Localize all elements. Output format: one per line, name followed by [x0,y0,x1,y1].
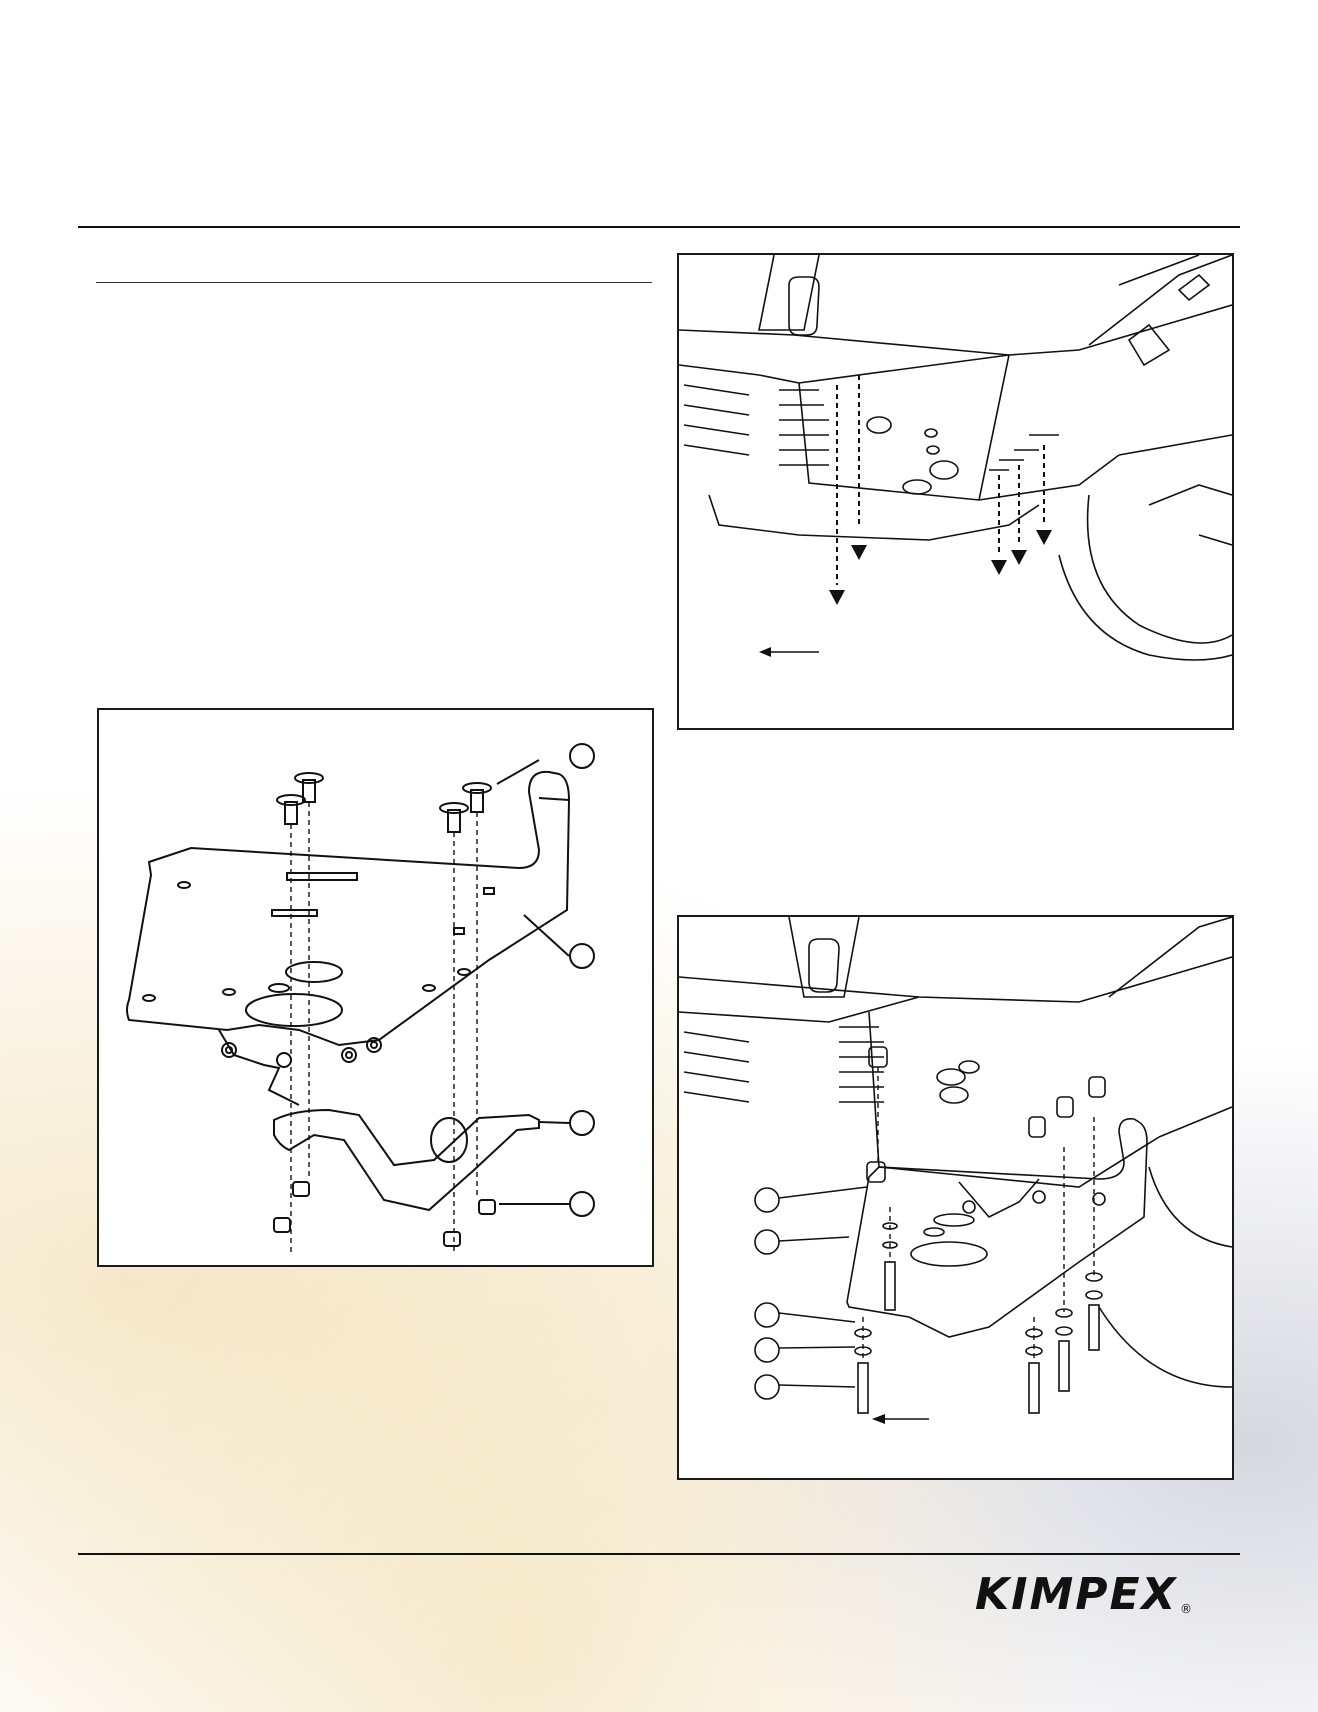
registered-mark: ® [1180,1602,1192,1616]
figure-exploded-assembly [97,708,654,1267]
header-rule [78,226,1240,228]
installed-skid-plate-drawing [679,917,1232,1424]
exploded-assembly-drawing [126,743,595,1255]
logo-text: KIMPEX [975,1569,1178,1620]
figure-skid-plate-installed [677,915,1234,1480]
frame-underside-drawing [679,255,1232,661]
section-rule [96,282,652,283]
callout-1 [569,743,595,769]
figure-frame-underside [677,253,1234,730]
kimpex-logo: KIMPEX ® [975,1565,1195,1621]
footer-rule [78,1553,1240,1555]
